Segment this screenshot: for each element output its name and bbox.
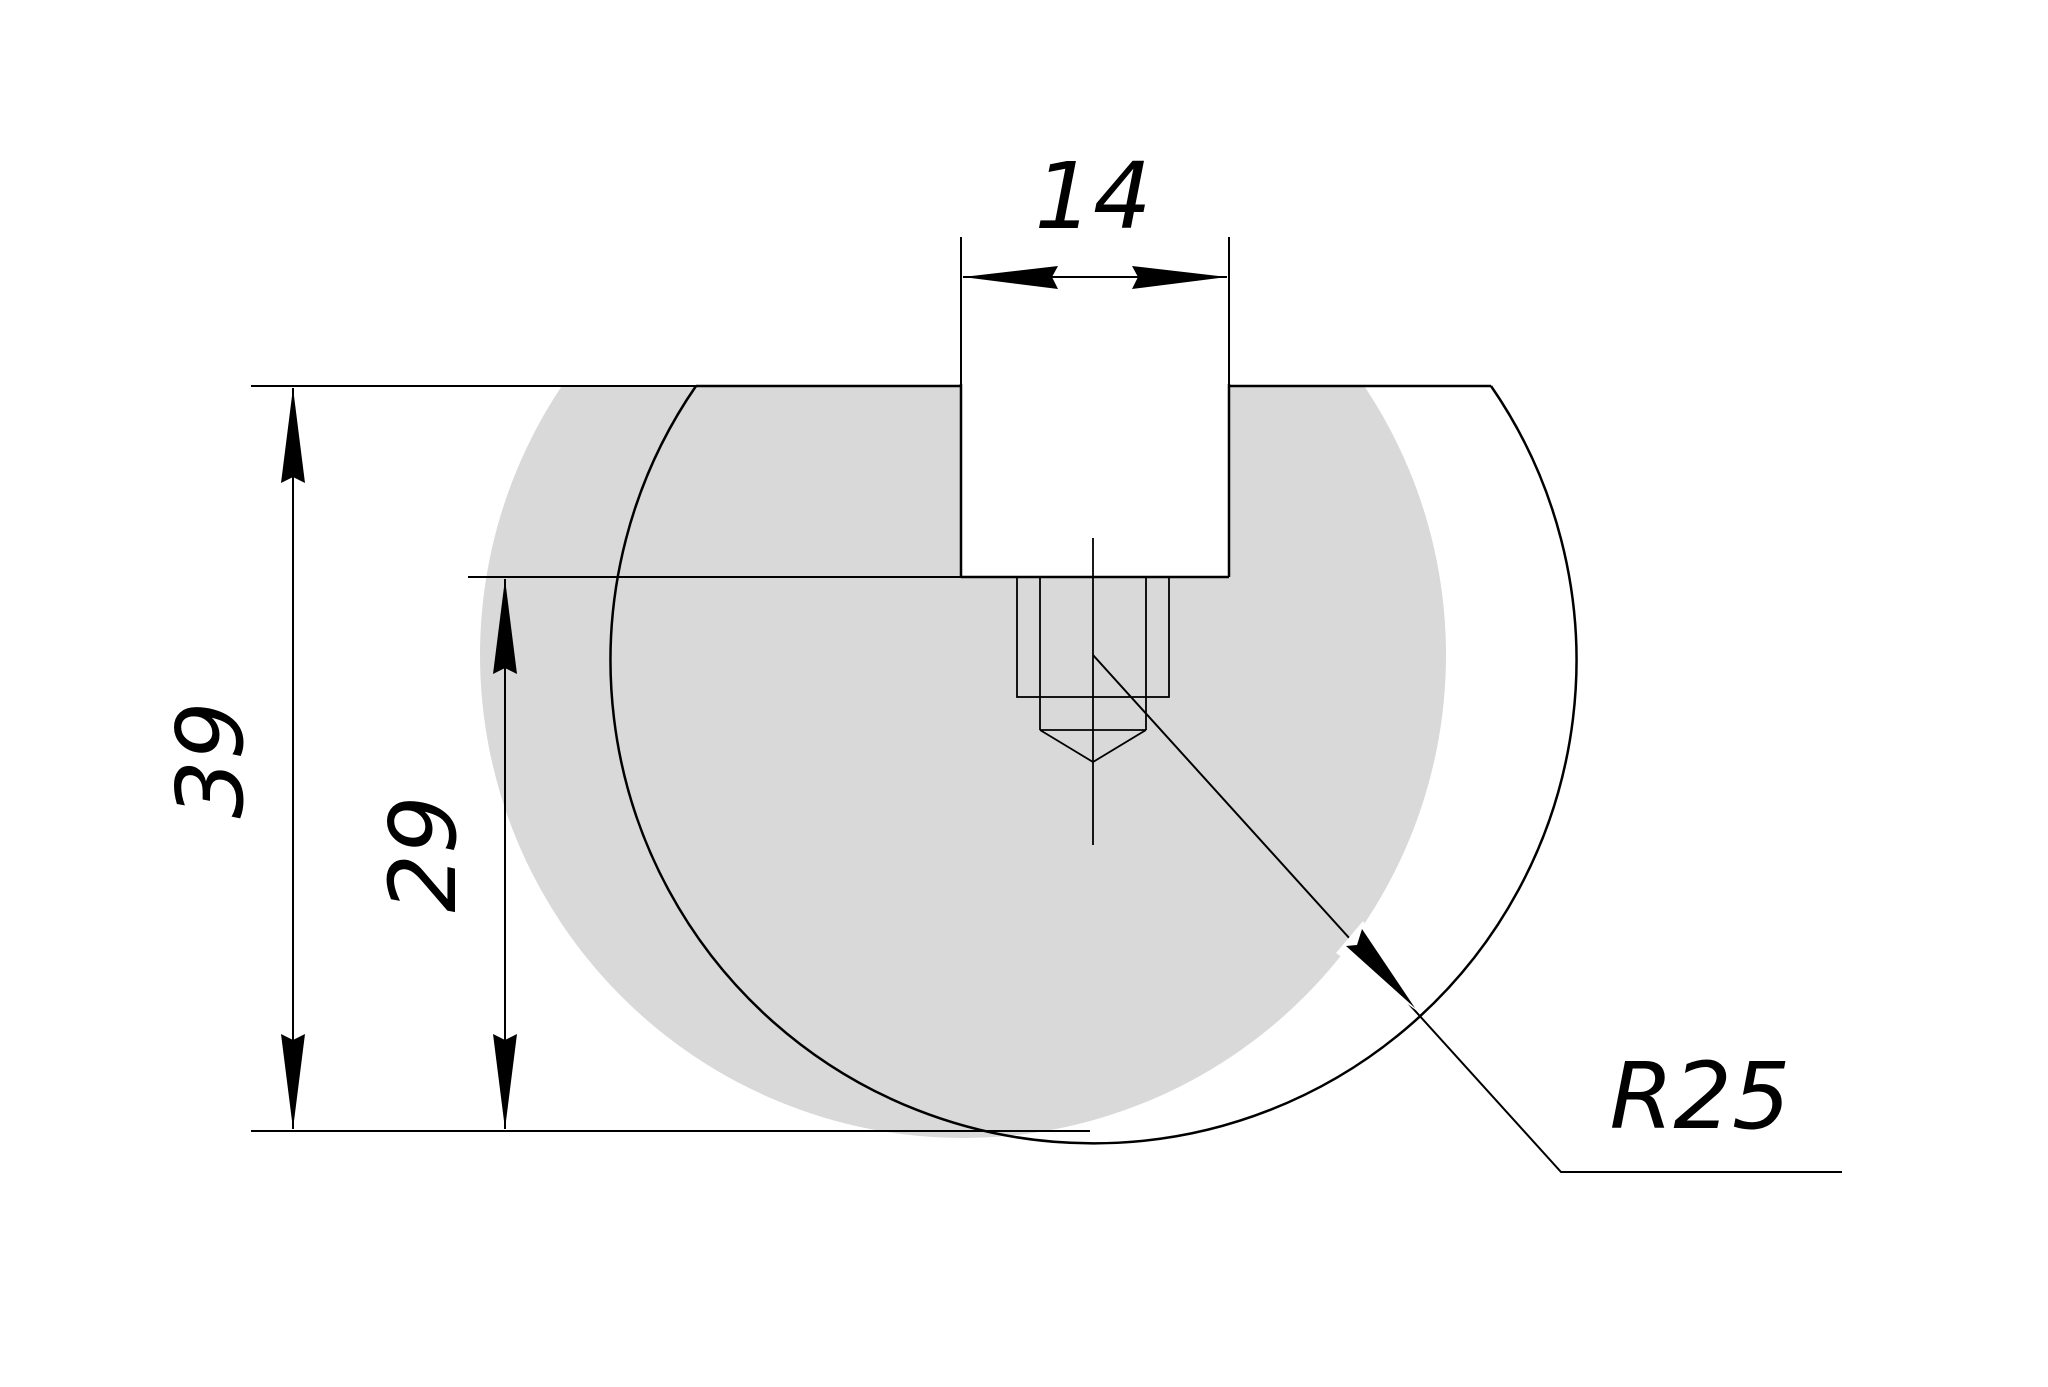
dim-label-39: 39 [157, 701, 264, 818]
part-fill [480, 385, 1446, 1138]
part-outline-arc [609, 385, 1578, 1145]
arrow-39-top [281, 388, 305, 483]
dim-total-height: 39 [157, 388, 305, 1129]
slot-cut [961, 384, 1229, 577]
radius-leader [1092, 654, 1842, 1173]
arrow-14-right [1132, 266, 1227, 289]
radius-arrow [1346, 929, 1415, 1008]
dim-label-29: 29 [370, 795, 477, 912]
dim-label-r25: R25 [1610, 1043, 1791, 1150]
dim-slot-bottom-height: 29 [370, 579, 517, 1129]
arrow-39-bottom [281, 1034, 305, 1129]
arrow-29-top [493, 579, 517, 674]
dim-radius: R25 [1092, 654, 1842, 1173]
arrow-14-left [963, 266, 1058, 289]
threaded-hole [1016, 538, 1170, 845]
extension-lines [251, 237, 1230, 1132]
part-body [480, 384, 1578, 1145]
arrow-29-bottom [493, 1034, 517, 1129]
dim-slot-width: 14 [963, 143, 1227, 289]
dim-label-14: 14 [1034, 143, 1151, 250]
